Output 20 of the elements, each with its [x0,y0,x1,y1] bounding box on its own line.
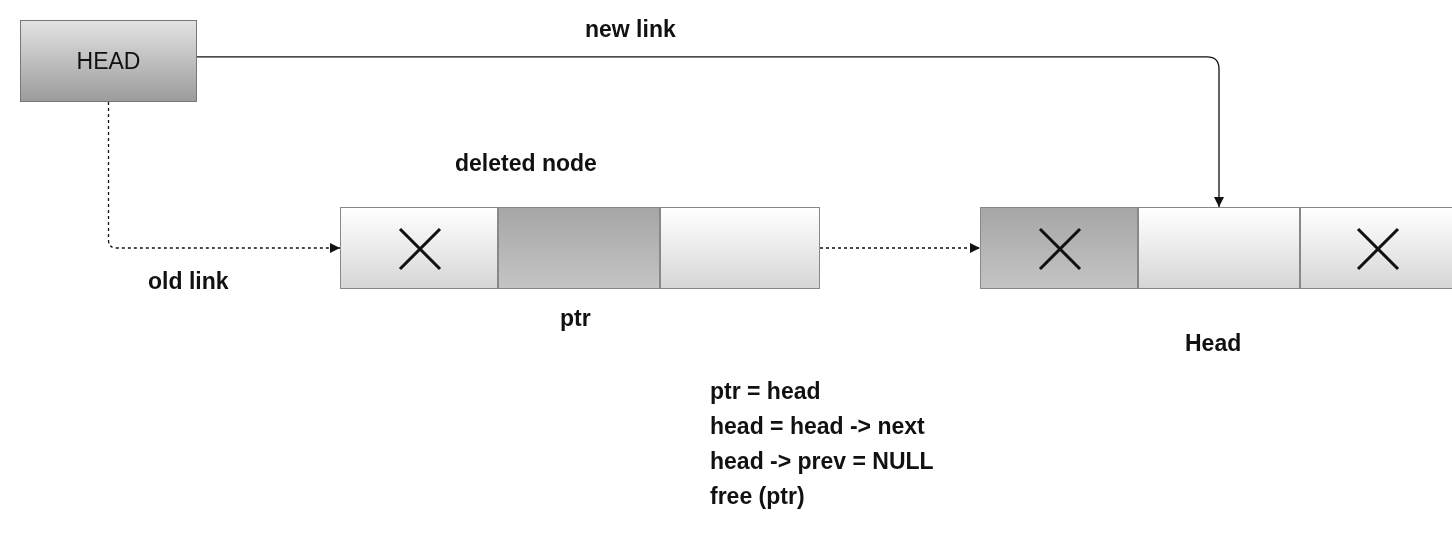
list-node-cell [660,207,820,289]
code-line: head = head -> next [710,413,925,440]
code-line: free (ptr) [710,483,805,510]
list-node-cell [498,207,660,289]
list-node [980,207,1452,289]
dashed-arrow [819,243,981,253]
list-node [340,207,820,289]
node-caption: ptr [560,305,591,332]
list-node-cell [1138,207,1300,289]
node-caption: deleted node [455,150,597,177]
list-node-cell [1300,207,1452,289]
arrow [196,56,1224,208]
node-label: HEAD [75,47,142,75]
code-line: ptr = head [710,378,821,405]
dashed-arrow [107,101,341,253]
head-pointer-box [20,20,197,102]
code-line: head -> prev = NULL [710,448,934,475]
node-caption: Head [1185,330,1242,357]
list-node-cell [980,207,1138,289]
list-node-cell [340,207,498,289]
